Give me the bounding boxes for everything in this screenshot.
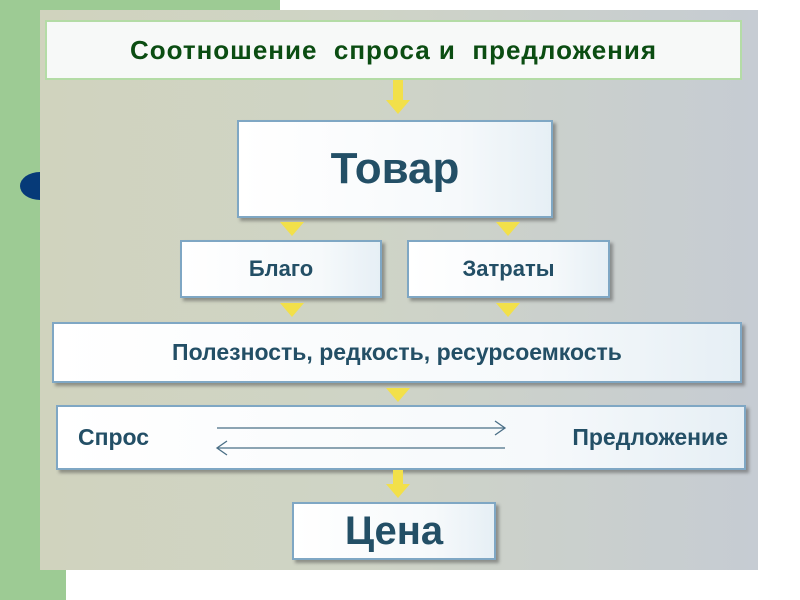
node-tovar: Товар <box>237 120 553 218</box>
green-strip-bottom <box>0 568 66 600</box>
green-strip-left <box>0 0 42 600</box>
arrow-down-icon <box>280 303 304 317</box>
node-price: Цена <box>292 502 496 560</box>
bidirectional-arrows-icon <box>215 419 506 456</box>
node-blago-label: Благо <box>248 256 314 281</box>
node-zatraty-label: Затраты <box>462 256 555 281</box>
arrow-down-icon <box>280 222 304 236</box>
demand-label: Спрос <box>78 424 150 450</box>
node-properties-label: Полезность, редкость, ресурсоемкость <box>172 339 622 365</box>
node-blago: Благо <box>180 240 382 298</box>
node-tovar-label: Товар <box>330 144 460 193</box>
node-demand-supply: Спрос Предложение <box>56 405 746 470</box>
arrow-stem <box>393 470 403 484</box>
arrow-stem <box>393 80 403 100</box>
title-box: Соотношение спроса и предложения <box>45 20 742 80</box>
green-strip-top <box>0 0 280 12</box>
diagram-title: Соотношение спроса и предложения <box>129 34 658 65</box>
node-price-label: Цена <box>344 508 444 553</box>
arrow-down-icon <box>386 484 410 498</box>
node-zatraty: Затраты <box>407 240 610 298</box>
arrow-down-icon <box>386 100 410 114</box>
supply-label: Предложение <box>572 424 728 450</box>
arrow-down-icon <box>496 222 520 236</box>
node-properties: Полезность, редкость, ресурсоемкость <box>52 322 742 383</box>
arrow-down-icon <box>386 388 410 402</box>
arrow-down-icon <box>496 303 520 317</box>
